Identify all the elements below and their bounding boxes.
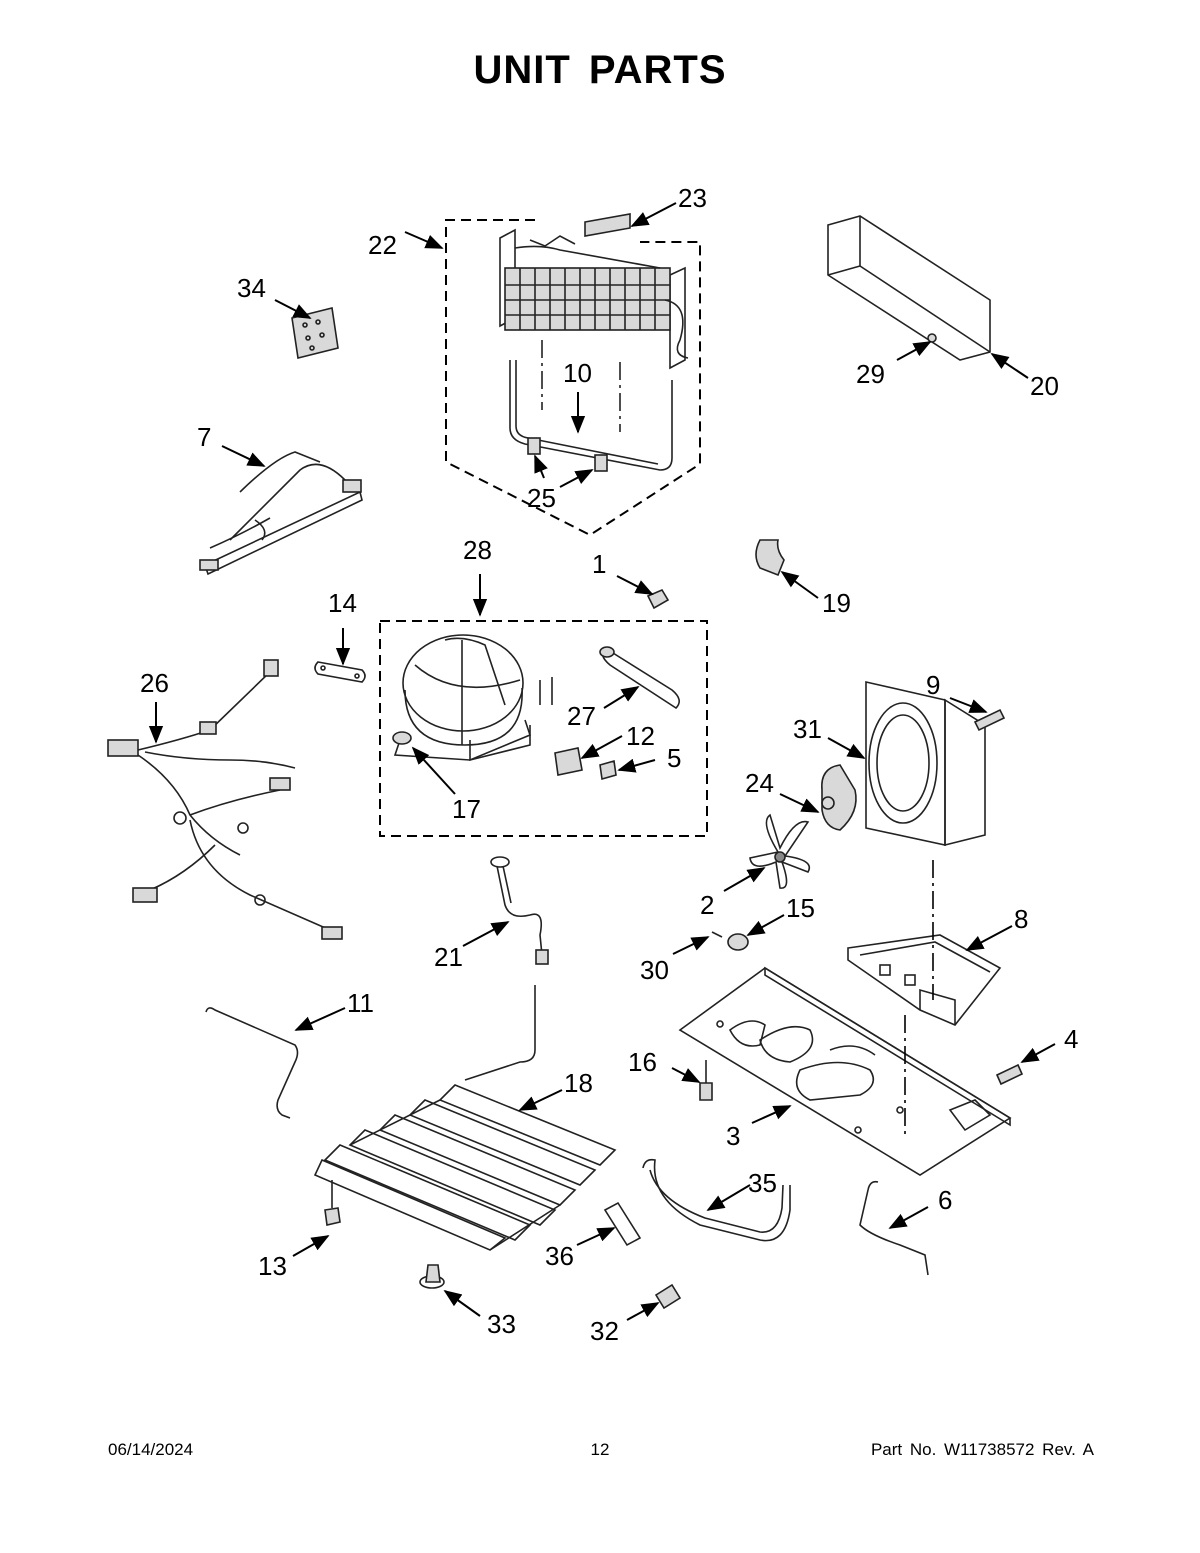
- part-9-screw[interactable]: [973, 708, 1006, 732]
- callout-25: 25: [527, 483, 556, 513]
- part-2-fan-blade[interactable]: [749, 813, 810, 889]
- callout-3: 3: [726, 1121, 740, 1151]
- callout-24: 24: [745, 768, 774, 798]
- callout-12: 12: [626, 721, 655, 751]
- part-21-tube[interactable]: [490, 856, 549, 965]
- part-15-damper[interactable]: [727, 933, 749, 951]
- part-17-grommet[interactable]: [392, 731, 412, 745]
- footer-date: 06/14/2024: [108, 1440, 194, 1459]
- part-29-screw[interactable]: [927, 333, 937, 343]
- part-30-pin[interactable]: [711, 931, 723, 938]
- part-24-fan-motor[interactable]: [821, 764, 857, 831]
- callout-30: 30: [640, 955, 669, 985]
- callout-19: 19: [822, 588, 851, 618]
- callout-34: 34: [237, 273, 266, 303]
- callout-20: 20: [1030, 371, 1059, 401]
- part-16-screw[interactable]: [699, 1060, 713, 1101]
- part-6-tube[interactable]: [859, 1180, 929, 1276]
- callout-29: 29: [856, 359, 885, 389]
- page-title: UNIT PARTS: [473, 48, 727, 92]
- callout-13: 13: [258, 1251, 287, 1281]
- part-34-control-board[interactable]: [291, 307, 339, 359]
- callout-23: 23: [678, 183, 707, 213]
- callout-15: 15: [786, 893, 815, 923]
- footer-part-number: Part No. W11738572 Rev. A: [870, 1440, 1094, 1459]
- evaporator-assembly-outline: [445, 219, 701, 537]
- compressor-assembly-outline: [379, 620, 708, 837]
- callout-32: 32: [590, 1316, 619, 1346]
- part-36-tube[interactable]: [603, 1201, 642, 1247]
- part-4-screw[interactable]: [995, 1063, 1024, 1086]
- part-5-relay-cover[interactable]: [599, 759, 617, 781]
- part-8-bracket[interactable]: [847, 934, 1002, 1026]
- callout-7: 7: [197, 422, 211, 452]
- part-32-cap[interactable]: [654, 1283, 682, 1310]
- callout-27: 27: [567, 701, 596, 731]
- callout-17: 17: [452, 794, 481, 824]
- callout-16: 16: [628, 1047, 657, 1077]
- part-18-condenser[interactable]: [313, 985, 617, 1251]
- part-28-compressor[interactable]: [393, 634, 553, 762]
- leader-lines: [148, 202, 1056, 1321]
- part-31-fan-shroud[interactable]: [865, 680, 986, 847]
- part-20-machine-compartment-cover[interactable]: [827, 215, 991, 361]
- callout-9: 9: [926, 670, 940, 700]
- part-7-wire-harness[interactable]: [199, 451, 363, 576]
- callout-10: 10: [563, 358, 592, 388]
- footer-page-number: 12: [590, 1440, 610, 1459]
- callout-26: 26: [140, 668, 169, 698]
- callout-35: 35: [748, 1168, 777, 1198]
- callout-14: 14: [328, 588, 357, 618]
- part-11-tube[interactable]: [205, 1007, 299, 1119]
- part-12-relay[interactable]: [554, 747, 583, 776]
- callout-22: 22: [368, 230, 397, 260]
- callout-2: 2: [700, 890, 714, 920]
- callout-5: 5: [667, 743, 681, 773]
- callout-8: 8: [1014, 904, 1028, 934]
- callout-4: 4: [1064, 1024, 1078, 1054]
- callout-36: 36: [545, 1241, 574, 1271]
- callout-18: 18: [564, 1068, 593, 1098]
- callout-21: 21: [434, 942, 463, 972]
- part-25-heater-clips[interactable]: [527, 437, 608, 472]
- part-3-base-plate[interactable]: [678, 966, 1012, 1176]
- part-13-clip[interactable]: [324, 1180, 341, 1226]
- part-26-main-harness[interactable]: [107, 659, 343, 940]
- part-19-clip[interactable]: [755, 539, 785, 577]
- callout-11: 11: [347, 988, 374, 1018]
- callout-31: 31: [793, 714, 822, 744]
- part-35-drain-hose[interactable]: [642, 1158, 791, 1242]
- part-10-evaporator[interactable]: [499, 228, 689, 370]
- callout-28: 28: [463, 535, 492, 565]
- callout-33: 33: [487, 1309, 516, 1339]
- callout-6: 6: [938, 1185, 952, 1215]
- part-27-filter-drier[interactable]: [599, 646, 680, 710]
- part-23-label[interactable]: [584, 213, 631, 237]
- callout-1: 1: [592, 549, 606, 579]
- part-14-strap[interactable]: [314, 661, 366, 683]
- part-33-drain-fitting[interactable]: [419, 1264, 445, 1289]
